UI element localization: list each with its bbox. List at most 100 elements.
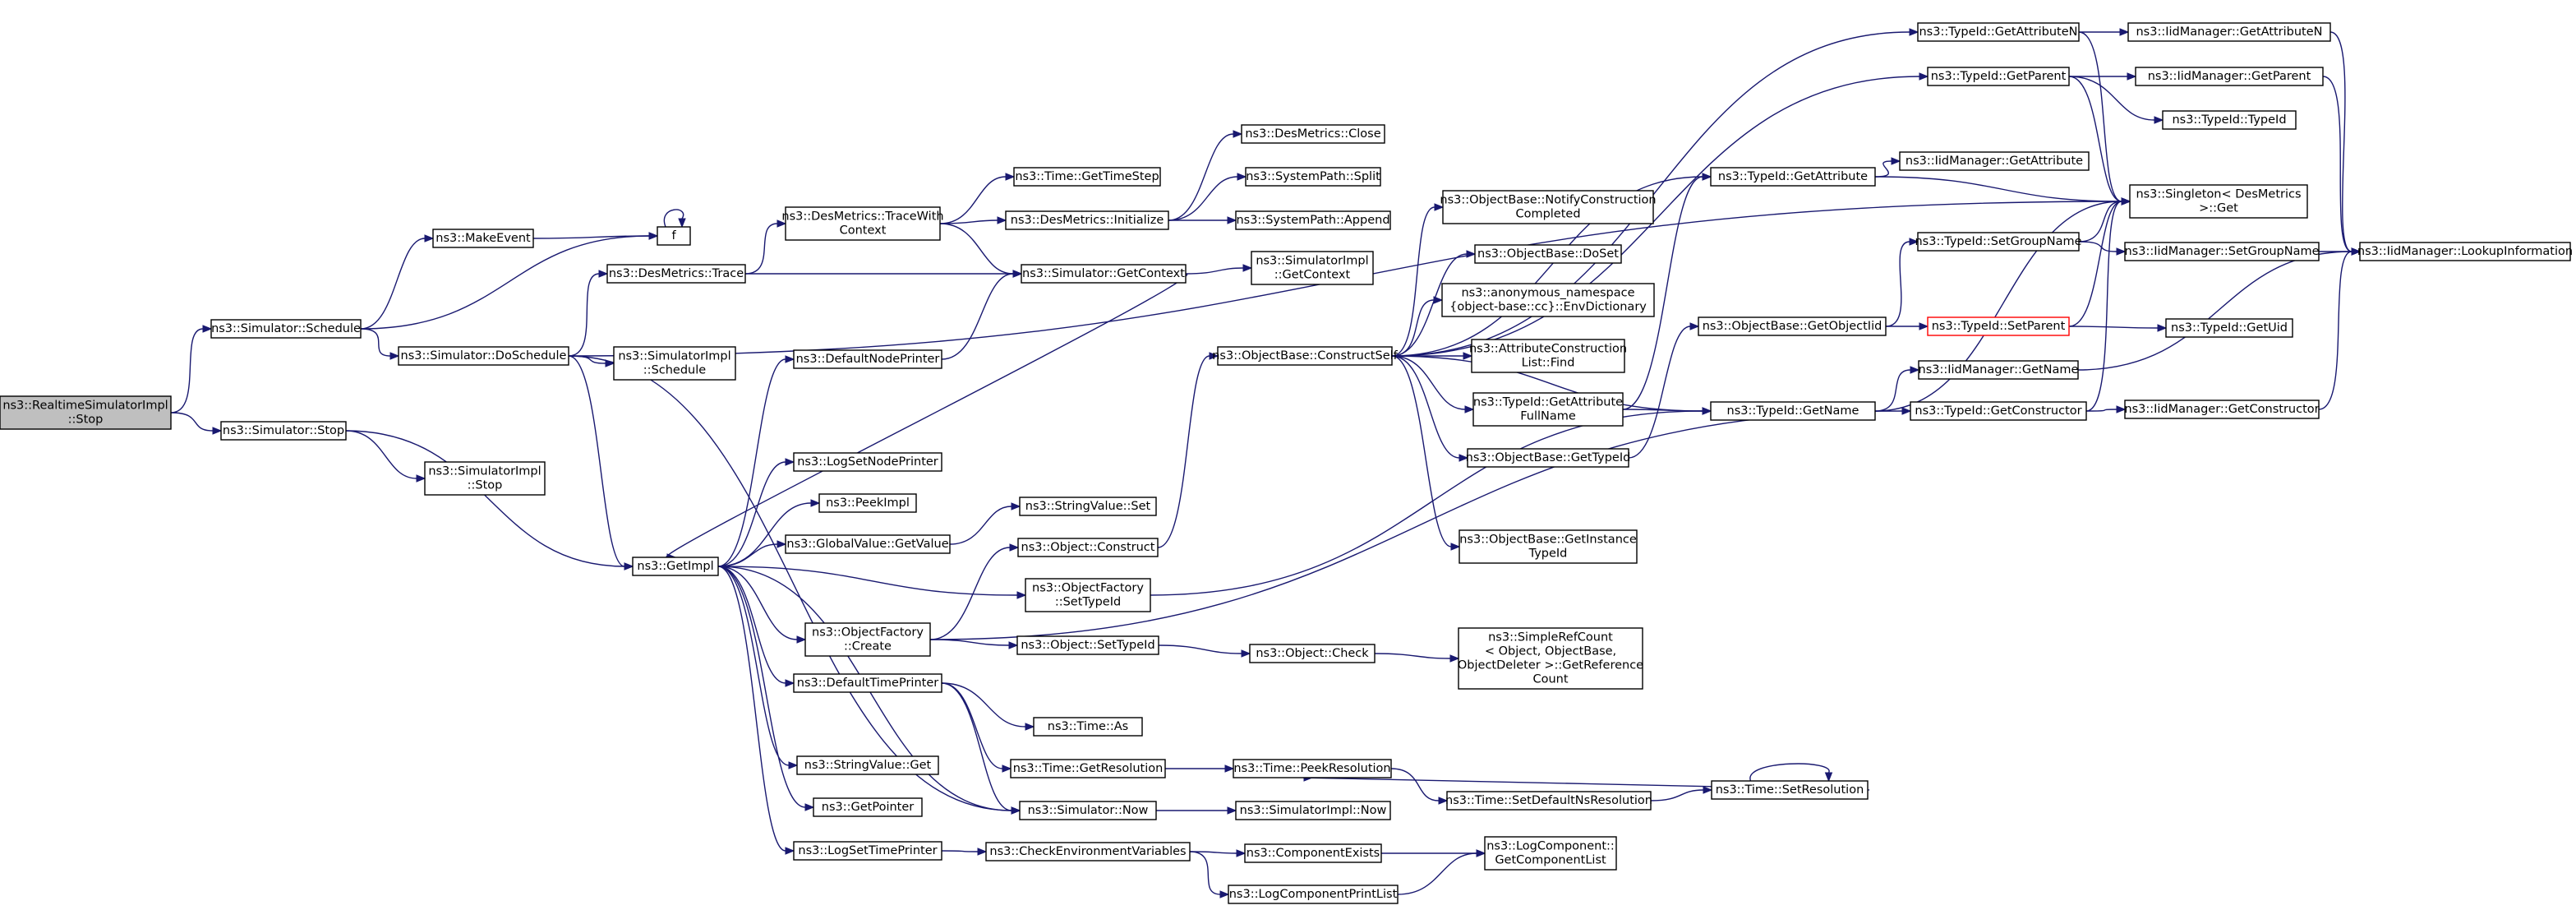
node-iid-setgroupname[interactable]: ns3::IidManager::SetGroupName xyxy=(2124,242,2320,261)
edge-desmetrics-init-to-syspath-append xyxy=(1168,216,1237,224)
node-box xyxy=(2127,22,2331,42)
node-label: ns3::IidManager::LookupInformation xyxy=(2357,245,2573,258)
node-gv-getvalue[interactable]: ns3::GlobalValue::GetValue xyxy=(785,534,951,554)
node-time-getresolution[interactable]: ns3::Time::GetResolution xyxy=(1010,759,1166,778)
node-makeevent[interactable]: ns3::MakeEvent xyxy=(432,229,534,248)
node-typeid-getuid[interactable]: ns3::TypeId::GetUid xyxy=(2165,318,2293,338)
node-logsettimeprinter[interactable]: ns3::LogSetTimePrinter xyxy=(793,841,942,861)
node-stringvalue-set[interactable]: ns3::StringValue::Set xyxy=(1019,497,1157,516)
node-of-create[interactable]: ns3::ObjectFactory::Create xyxy=(804,622,931,657)
edge-arrowhead xyxy=(1919,322,1929,330)
edge-line xyxy=(1185,267,1244,275)
edge-arrowhead xyxy=(1438,797,1449,805)
node-typeid-getconstructor[interactable]: ns3::TypeId::GetConstructor xyxy=(1910,401,2087,421)
node-typeid-getparent[interactable]: ns3::TypeId::GetParent xyxy=(1927,67,2070,86)
node-iid-lookupinfo[interactable]: ns3::IidManager::LookupInformation xyxy=(2357,242,2573,261)
node-time-setdefaultns[interactable]: ns3::Time::SetDefaultNsResolution xyxy=(1445,791,1652,811)
node-getobjectiid[interactable]: ns3::ObjectBase::GetObjectIid xyxy=(1698,316,1887,336)
node-sim-stop[interactable]: ns3::Simulator::Stop xyxy=(220,421,347,441)
node-root[interactable]: ns3::RealtimeSimulatorImpl::Stop xyxy=(0,395,172,430)
node-label: < Object, ObjectBase, xyxy=(1485,645,1616,658)
node-getrefcount[interactable]: ns3::SimpleRefCount< Object, ObjectBase,… xyxy=(1458,627,1643,690)
edge-desmetrics-trace-to-tracewithcontext xyxy=(744,219,787,275)
node-object-check[interactable]: ns3::Object::Check xyxy=(1249,644,1376,663)
node-simimpl-schedule[interactable]: ns3::SimulatorImpl::Schedule xyxy=(613,346,736,381)
node-box xyxy=(632,557,719,576)
node-syspath-split[interactable]: ns3::SystemPath::Split xyxy=(1245,167,1381,187)
node-gettimestep[interactable]: ns3::Time::GetTimeStep xyxy=(1013,167,1161,187)
node-singleton-get[interactable]: ns3::Singleton< DesMetrics>::Get xyxy=(2129,184,2308,219)
edge-constructself-to-notifyconstruction xyxy=(1391,203,1445,357)
node-object-settypeid[interactable]: ns3::Object::SetTypeId xyxy=(1016,635,1159,655)
node-of-settypeid[interactable]: ns3::ObjectFactory::SetTypeId xyxy=(1025,578,1151,612)
node-schedule[interactable]: ns3::Simulator::Schedule xyxy=(210,319,362,339)
node-simimpl-now[interactable]: ns3::SimulatorImpl::Now xyxy=(1235,801,1391,820)
node-simimpl-getcontext[interactable]: ns3::SimulatorImpl::GetContext xyxy=(1251,251,1374,285)
node-getpointer[interactable]: ns3::GetPointer xyxy=(813,797,923,817)
node-defaultnodeprinter[interactable]: ns3::DefaultNodePrinter xyxy=(793,349,942,369)
edge-line xyxy=(1874,160,1892,178)
node-time-peekresolution[interactable]: ns3::Time::PeekResolution xyxy=(1233,759,1392,778)
node-box xyxy=(785,534,951,554)
node-syspath-append[interactable]: ns3::SystemPath::Append xyxy=(1235,210,1391,230)
node-iid-getattribute[interactable]: ns3::IidManager::GetAttribute xyxy=(1899,151,2090,171)
node-getimpl[interactable]: ns3::GetImpl xyxy=(632,557,719,576)
node-typeid-getattribute[interactable]: ns3::TypeId::GetAttribute xyxy=(1710,167,1876,187)
node-logsetnodeprinter[interactable]: ns3::LogSetNodePrinter xyxy=(793,452,942,472)
node-object-construct[interactable]: ns3::Object::Construct xyxy=(1017,538,1159,557)
edge-arrowhead xyxy=(1909,28,1919,36)
node-logcompprintlist[interactable]: ns3::LogComponentPrintList xyxy=(1228,885,1399,904)
node-notifyconstruction[interactable]: ns3::ObjectBase::NotifyConstructionCompl… xyxy=(1440,190,1657,224)
node-getcomponentlist[interactable]: ns3::LogComponent::GetComponentList xyxy=(1484,836,1617,871)
edge-line xyxy=(1391,31,1910,357)
node-time-as[interactable]: ns3::Time::As xyxy=(1033,717,1143,737)
node-iid-getparent[interactable]: ns3::IidManager::GetParent xyxy=(2135,67,2324,86)
node-simimpl-stop[interactable]: ns3::SimulatorImpl::Stop xyxy=(424,461,546,496)
node-ob-gettypeid[interactable]: ns3::ObjectBase::GetTypeId xyxy=(1466,448,1631,468)
node-typeid-setgroupname[interactable]: ns3::TypeId::SetGroupName xyxy=(1915,232,2082,252)
node-label: ns3::ObjectBase::NotifyConstruction xyxy=(1440,194,1656,207)
node-label: ::Schedule xyxy=(643,364,706,377)
node-sim-getcontext[interactable]: ns3::Simulator::GetContext xyxy=(1021,264,1187,284)
node-defaulttimeprinter[interactable]: ns3::DefaultTimePrinter xyxy=(793,673,942,693)
node-f[interactable]: f xyxy=(657,226,691,246)
node-typeid-getname[interactable]: ns3::TypeId::GetName xyxy=(1710,401,1876,421)
node-componentexists[interactable]: ns3::ComponentExists xyxy=(1244,843,1382,863)
edge-line xyxy=(1622,176,1703,410)
edge-line xyxy=(929,639,1010,646)
node-typeid-typeid[interactable]: ns3::TypeId::TypeId xyxy=(2162,110,2297,130)
node-box xyxy=(1019,497,1157,516)
nodes-layer: ns3::RealtimeSimulatorImpl::Stopns3::Sim… xyxy=(0,22,2573,904)
node-stringvalue-get[interactable]: ns3::StringValue::Get xyxy=(796,755,939,775)
node-desmetrics-init[interactable]: ns3::DesMetrics::Initialize xyxy=(1005,210,1169,230)
node-typeid-getattributen[interactable]: ns3::TypeId::GetAttributeN xyxy=(1917,22,2080,42)
node-label: Count xyxy=(1532,673,1568,686)
node-checkenv[interactable]: ns3::CheckEnvironmentVariables xyxy=(985,842,1191,861)
node-peekimpl[interactable]: ns3::PeekImpl xyxy=(818,493,917,513)
node-time-setresolution[interactable]: ns3::Time::SetResolution xyxy=(1711,780,1869,800)
node-constructself[interactable]: ns3::ObjectBase::ConstructSelf xyxy=(1212,346,1399,366)
edge-line xyxy=(1397,852,1477,895)
node-label: ns3::GlobalValue::GetValue xyxy=(786,538,948,551)
node-box xyxy=(785,206,941,241)
edge-arrowhead xyxy=(1219,890,1230,898)
node-doset[interactable]: ns3::ObjectBase::DoSet xyxy=(1474,244,1622,264)
edge-line xyxy=(1874,369,1911,412)
edge-arrowhead xyxy=(1237,173,1247,181)
node-desmetrics-close[interactable]: ns3::DesMetrics::Close xyxy=(1241,124,1385,144)
node-box xyxy=(1917,22,2080,42)
node-sim-now[interactable]: ns3::Simulator::Now xyxy=(1019,801,1157,820)
node-typeid-setparent[interactable]: ns3::TypeId::SetParent xyxy=(1927,316,2070,336)
node-iid-getconstructor[interactable]: ns3::IidManager::GetConstructor xyxy=(2124,400,2320,419)
edge-typeid-getparent-to-iid-getparent xyxy=(2069,72,2137,81)
node-iid-getattributen[interactable]: ns3::IidManager::GetAttributeN xyxy=(2127,22,2331,42)
edge-arrowhead xyxy=(1025,723,1035,731)
node-iid-getname[interactable]: ns3::IidManager::GetName xyxy=(1918,360,2079,380)
node-envdictionary[interactable]: ns3::anonymous_namespace{object-base::cc… xyxy=(1441,283,1655,317)
node-desmetrics-trace[interactable]: ns3::DesMetrics::Trace xyxy=(606,264,746,284)
node-doschedule[interactable]: ns3::Simulator::DoSchedule xyxy=(398,346,569,366)
